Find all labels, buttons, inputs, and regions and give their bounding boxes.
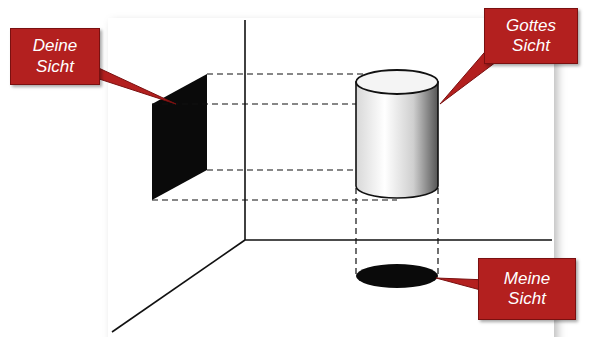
callout-label: Gottes Sicht [493, 16, 569, 57]
wall-shadow [152, 74, 207, 200]
projection-lines [152, 74, 438, 274]
callout-box: Gottes Sicht [484, 8, 578, 64]
callout-box: Meine Sicht [478, 258, 576, 320]
callout-box: Deine Sicht [10, 28, 100, 85]
floor-shadow [356, 264, 438, 288]
callout-label: Deine Sicht [19, 36, 91, 77]
callout-label: Meine Sicht [487, 269, 567, 310]
cylinder [356, 70, 438, 198]
callout-pointers [90, 46, 504, 292]
